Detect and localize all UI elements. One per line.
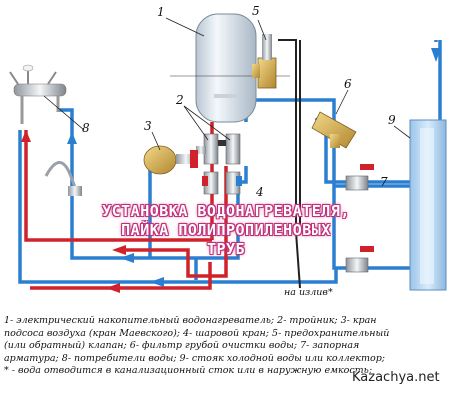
- part-number-9: 9: [388, 113, 396, 127]
- cold-arrow-left-2: [150, 277, 164, 287]
- legend-line-1: 1- электрический накопительный водонагре…: [4, 315, 377, 326]
- part-number-2: 2: [175, 93, 184, 107]
- part-number-1: 1: [157, 5, 165, 19]
- shutoff-valves: [345, 164, 374, 273]
- banner-line-2: пайка полипропиленовых: [121, 221, 331, 239]
- ball-valves-boiler: [202, 171, 242, 195]
- legend-line-2: подсоса воздуха (кран Маевского); 4- шар…: [4, 327, 390, 339]
- watermark: Kazachya.net: [352, 370, 440, 385]
- cold-water-riser: [409, 119, 447, 291]
- part-number-5: 5: [252, 4, 260, 18]
- hot-arrow-left-2: [106, 283, 120, 293]
- part-number-3: 3: [144, 119, 152, 133]
- banner-line-1: Установка водонагревателя,: [102, 202, 350, 220]
- faucet: [9, 64, 82, 196]
- hot-arrow-left: [112, 245, 126, 255]
- part-number-7: 7: [380, 175, 388, 189]
- hot-arrow-up: [21, 130, 31, 142]
- legend-line-5: * - вода отводится в канализационный сто…: [4, 365, 373, 376]
- title-banner: Установка водонагревателя, пайка полипро…: [40, 202, 412, 259]
- tee-fittings: [196, 133, 241, 165]
- drain-line: [278, 39, 301, 289]
- part-numbers: 1 2 3 4 5 6 7 8 9: [82, 4, 396, 199]
- legend-line-4: арматура; 8- потребители воды; 9- стояк …: [4, 352, 385, 364]
- banner-line-3: труб: [206, 240, 246, 258]
- legend-line-3: (или обратный) клапан; 6- фильтр грубой …: [4, 340, 360, 351]
- safety-valve: [252, 34, 277, 89]
- outlet-label: на излив*: [284, 287, 333, 298]
- cold-arrow-up: [67, 132, 77, 144]
- cold-arrow-left: [120, 253, 134, 263]
- air-valve: [143, 145, 198, 175]
- legend: 1- электрический накопительный водонагре…: [4, 315, 446, 378]
- part-number-8: 8: [82, 121, 90, 135]
- coarse-filter: [311, 111, 357, 149]
- cold-arrow-down: [431, 48, 441, 62]
- part-number-4: 4: [255, 185, 264, 199]
- part-number-6: 6: [344, 77, 352, 91]
- callout-lines: [43, 17, 411, 151]
- flow-arrows: [21, 48, 441, 293]
